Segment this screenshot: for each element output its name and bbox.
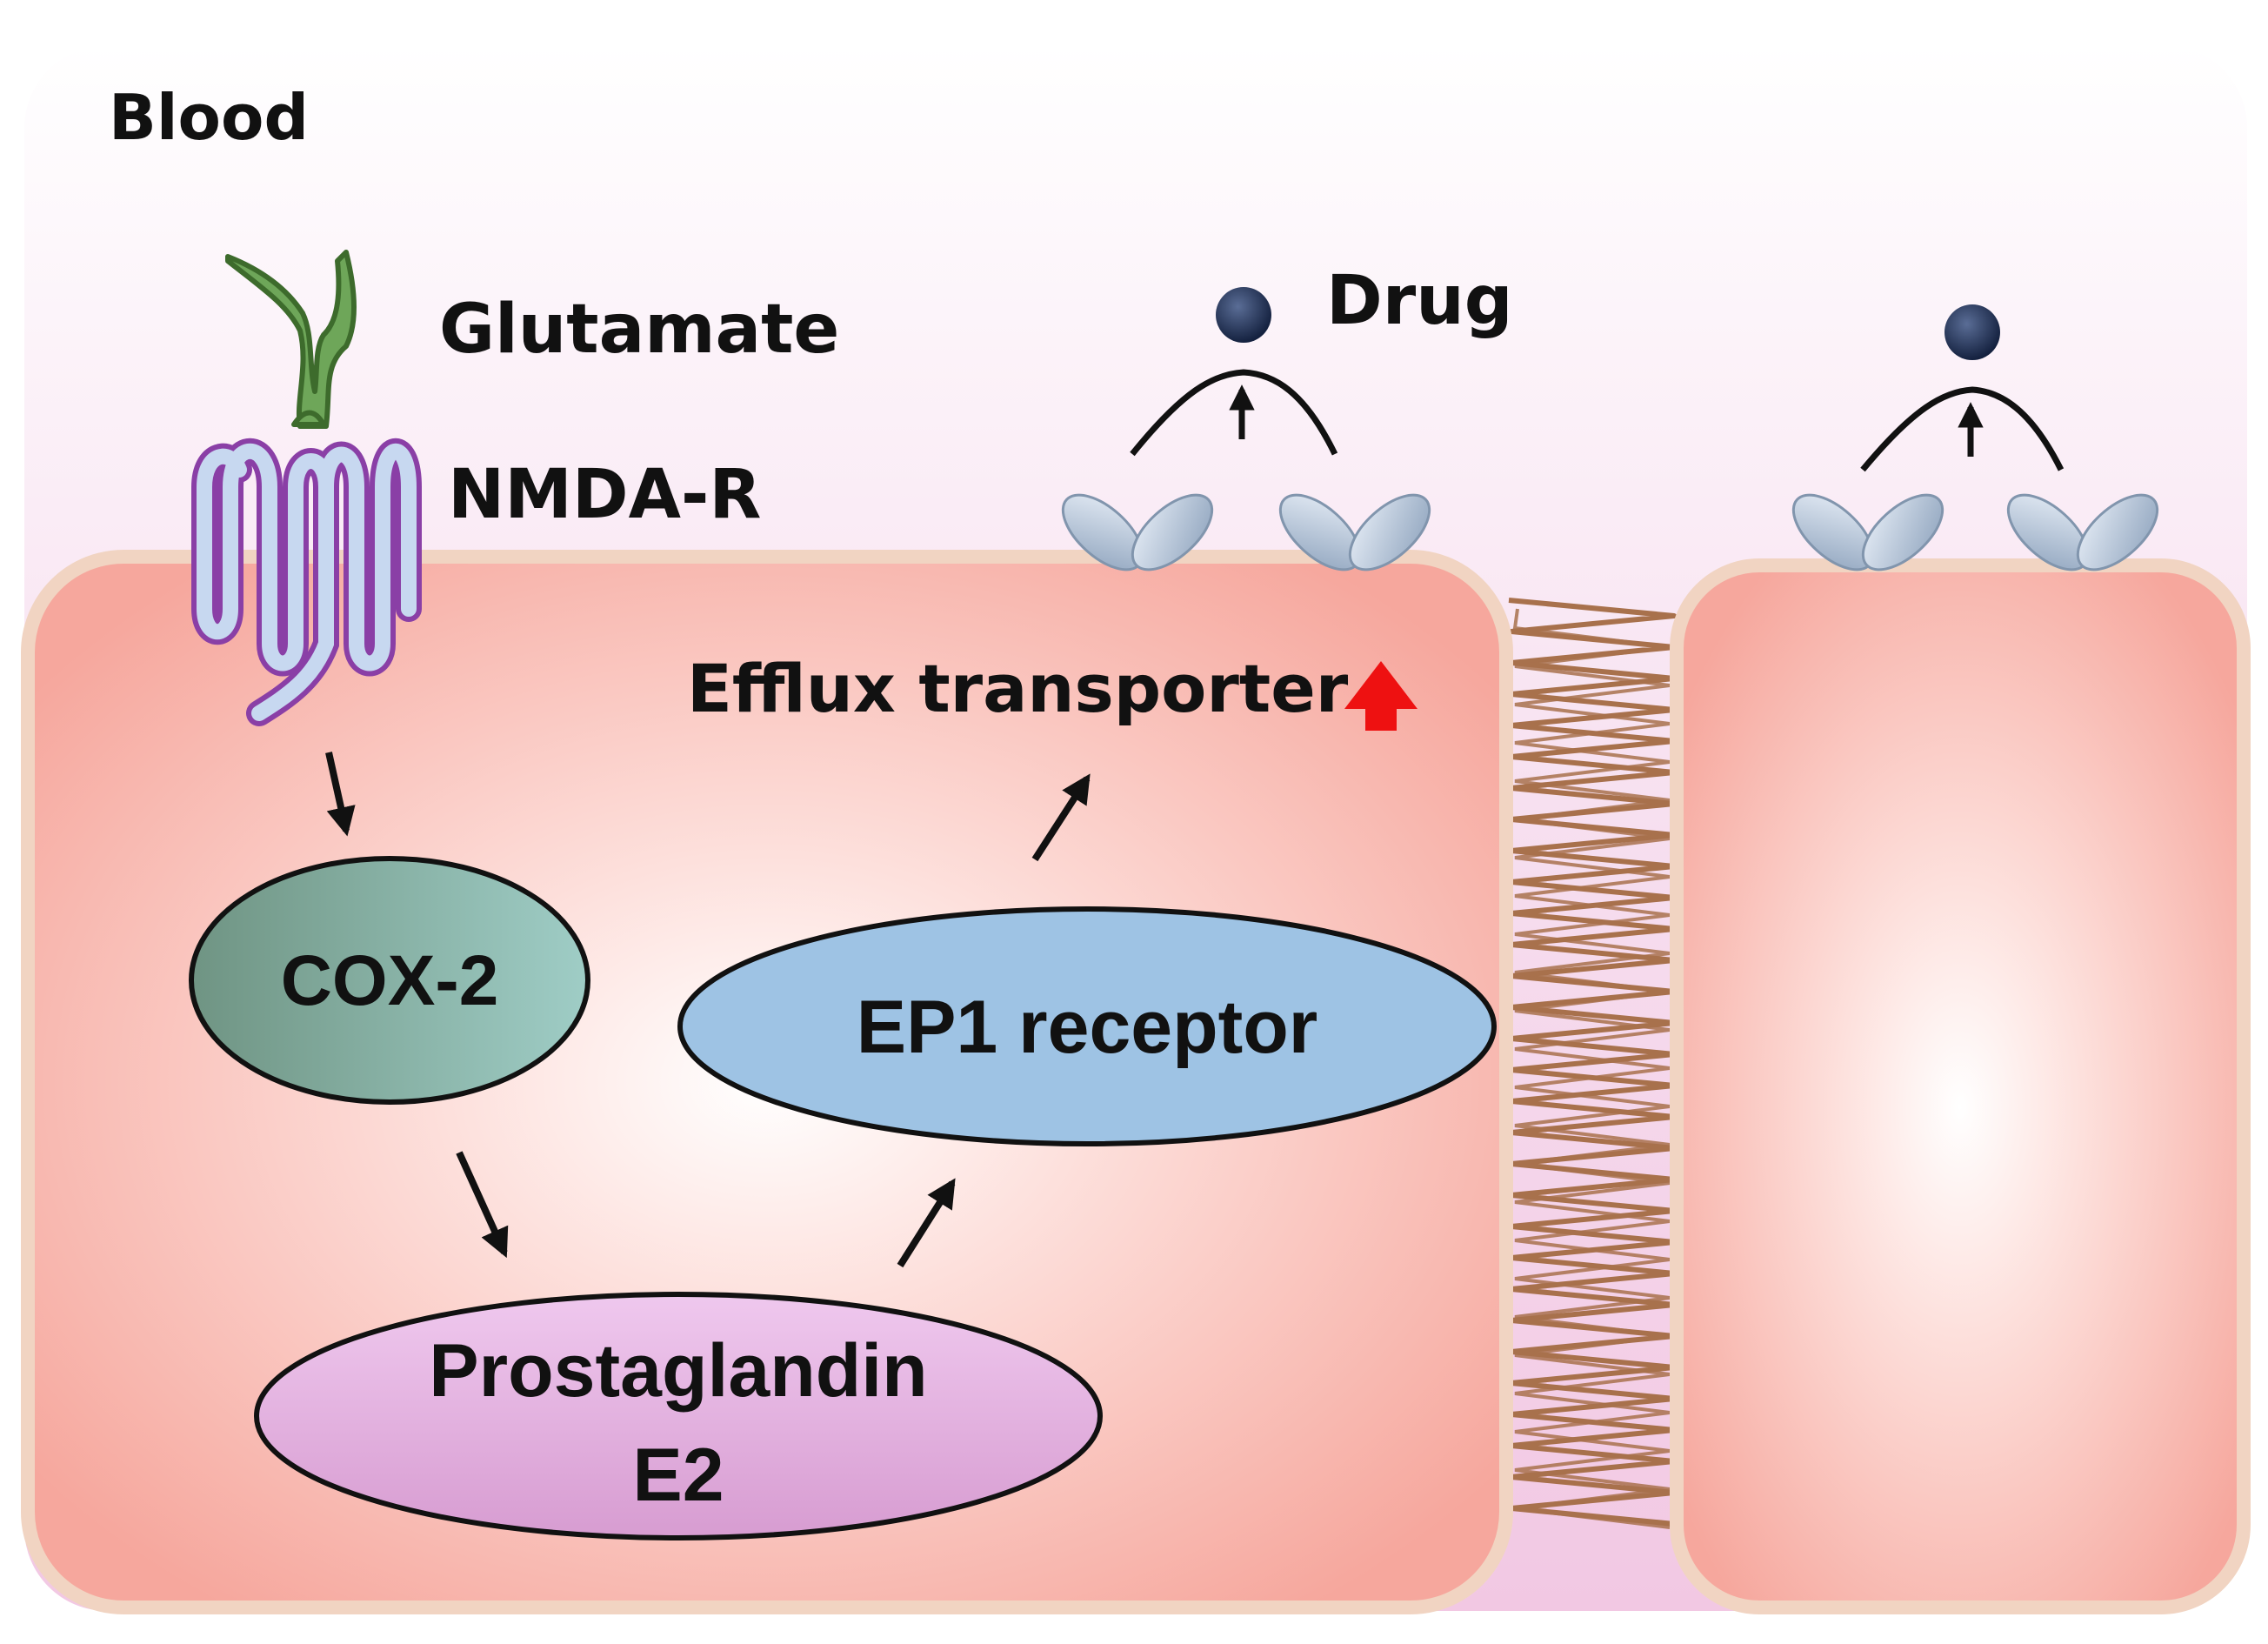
ep1-receptor-node bbox=[677, 906, 1497, 1146]
transporter-subunit bbox=[1348, 493, 1431, 571]
pathway-arrows bbox=[325, 752, 1091, 1268]
glutamate-icon bbox=[225, 250, 357, 429]
glutamate-label: Glutamate bbox=[439, 291, 839, 369]
transporter-subunit bbox=[2076, 493, 2159, 571]
transporter-subunit bbox=[1131, 493, 1214, 571]
blood-label: Blood bbox=[109, 81, 309, 154]
efflux-transporter-icon bbox=[1061, 493, 2159, 571]
up-arrow-icon bbox=[1344, 661, 1418, 731]
e2-label: E2 bbox=[632, 1433, 724, 1517]
cox2-label: COX-2 bbox=[281, 941, 499, 1020]
prostaglandin-e2-node bbox=[254, 1292, 1103, 1540]
transporter-subunit bbox=[1861, 493, 1944, 571]
drug-icon bbox=[1216, 287, 2000, 360]
endothelial-cell-right bbox=[1670, 558, 2251, 1614]
nmda-r-label: NMDA-R bbox=[448, 456, 761, 534]
efflux-transporter-label: Efflux transporter bbox=[687, 650, 1349, 727]
nmda-receptor-icon bbox=[191, 438, 422, 726]
drug-label: Drug bbox=[1326, 262, 1513, 340]
efflux-arrows bbox=[1130, 369, 2065, 472]
prostaglandin-label: Prostaglandin bbox=[429, 1329, 927, 1413]
cox2-node bbox=[189, 856, 590, 1105]
ep1-receptor-label: EP1 receptor bbox=[857, 986, 1318, 1069]
